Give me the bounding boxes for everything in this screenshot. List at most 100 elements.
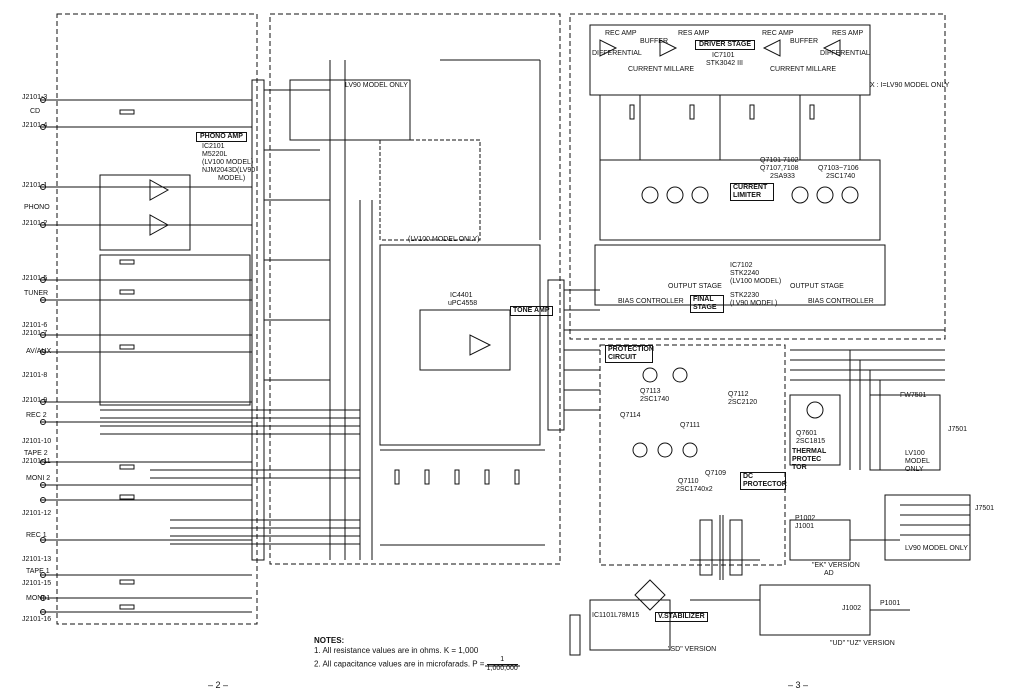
right-bus-lines [599, 95, 970, 611]
differential-left: DIFFERENTIAL [592, 50, 642, 57]
connector-label: J2101-10 [22, 438, 52, 445]
page-number-right: – 3 – [788, 680, 809, 690]
op-amp-symbols [149, 39, 841, 356]
connector-label: MONI 1 [26, 595, 51, 602]
resistor-symbols [119, 104, 815, 610]
connector-strip-mid [547, 279, 565, 431]
note-resistance: 1. All resistance values are in ohms. K … [314, 646, 479, 655]
connector-label: J2101-4 [22, 122, 48, 129]
connector-label: J2101-3 [22, 94, 48, 101]
ic7102-label: IC7102 [730, 262, 753, 269]
bridge-rectifier [634, 579, 666, 611]
lv100-only-label: (LV100 MODEL ONLY) [408, 236, 480, 243]
ic2101-model: (LV100 MODEL) [202, 159, 254, 166]
ic7102-alt-model: (LV90 MODEL) [730, 300, 778, 307]
res-amp-right: RES AMP [832, 30, 864, 37]
tone-amp-box [379, 244, 541, 446]
connector-label: REC 2 [26, 412, 47, 419]
connector-label: AV/AUX [26, 348, 52, 355]
connector-label: TAPE 2 [24, 450, 48, 457]
connector-label: J2101-9 [22, 397, 48, 404]
phono-amp-box [99, 174, 191, 251]
bias-controller-right: BIAS CONTROLLER [808, 298, 874, 305]
q-2sa933: 2SA933 [770, 173, 795, 180]
ic7102-alt: STK2230 [730, 292, 760, 299]
fraction-numerator: 1 [486, 656, 518, 665]
ic7101-label: IC7101 [712, 52, 735, 59]
current-mirror-right: CURRENT MILLARE [770, 66, 836, 73]
middle-board-outline [269, 13, 561, 565]
right-lower-outline [599, 344, 786, 566]
connector-label: REC 1 [26, 532, 47, 539]
j7501-label-2: J7501 [975, 505, 995, 512]
ud-version-label: "UD" "UZ" VERSION [830, 640, 895, 647]
q7114-label: Q7114 [620, 412, 641, 419]
page-number-left: – 2 – [208, 680, 229, 690]
q7113-part: 2SC1740 [640, 396, 670, 403]
q7103-label: Q7103~7106 [818, 165, 859, 172]
ad-label: AD [824, 570, 834, 577]
connector-label: CD [30, 108, 41, 115]
phono-amp-label: PHONO AMP [196, 132, 247, 142]
thermal-protector-label: THERMAL PROTEC TOR [792, 448, 827, 471]
notes-block: NOTES: 1. All resistance values are in o… [314, 636, 518, 673]
connector-strip-left [251, 79, 265, 561]
q7101-label: Q7101 7102 [760, 157, 799, 164]
fw7501-label: FW7501 [900, 392, 927, 399]
op-amp-area [419, 309, 511, 371]
p1002-label: P1002 [795, 515, 816, 522]
tone-amp-label: TONE AMP [510, 306, 553, 316]
connector-label: J2101-5 [22, 275, 48, 282]
ic4401-part: uPC4558 [448, 300, 478, 307]
q7112-label: Q7112 [728, 391, 749, 398]
lv90-only-box [289, 79, 411, 141]
q-2sc1740: 2SC1740 [826, 173, 856, 180]
connector-label: J2101-7 [22, 330, 48, 337]
bias-controller-left: BIAS CONTROLLER [618, 298, 684, 305]
q7110-part: 2SC1740x2 [676, 486, 713, 493]
current-limiter-label: CURRENT LIMITER [730, 183, 774, 201]
thermal-box [789, 394, 841, 466]
buffer-left: BUFFER [640, 38, 668, 45]
q7111-label: Q7111 [680, 422, 700, 429]
connector-label: TUNER [24, 290, 49, 297]
connector-label: J2101-8 [22, 372, 48, 379]
lv90-model-right: LV90 MODEL ONLY [905, 545, 968, 552]
lv90-only-label: LV90 MODEL ONLY [345, 82, 408, 89]
output-stage-right: OUTPUT STAGE [790, 283, 844, 290]
ic7102-model: (LV100 MODEL) [730, 278, 782, 285]
j1001-label: J1001 [795, 523, 815, 530]
rec-amp-left: REC AMP [605, 30, 637, 37]
q7112-part: 2SC2120 [728, 399, 758, 406]
transformer-symbols [569, 515, 743, 656]
transistor-symbols [632, 186, 859, 458]
middle-bus-lines [264, 59, 600, 560]
lv100-model-right: LV100 MODEL ONLY [905, 450, 930, 473]
ic2101-alt2: MODEL) [218, 175, 246, 182]
regulator-box [589, 599, 671, 651]
fraction: 1 1,000,000 [486, 656, 518, 673]
left-board-outline [56, 13, 258, 625]
buffer-right: BUFFER [790, 38, 818, 45]
connector-label: J2101-12 [22, 510, 52, 517]
j7501-box-2 [884, 494, 971, 561]
note-capacitance-row: 2. All capacitance values are in microfa… [314, 656, 518, 673]
connector-label: J2101-1 [22, 182, 48, 189]
fraction-denominator: 1,000,000 [486, 665, 518, 672]
connector-label: MONI 2 [26, 475, 51, 482]
j7501-label: J7501 [948, 426, 968, 433]
protection-circuit-label: PROTECTION CIRCUIT [605, 345, 654, 363]
output-stage-left: OUTPUT STAGE [668, 283, 722, 290]
lv100-only-box [379, 139, 481, 241]
driver-stage-box [589, 24, 871, 96]
jack-terminals [40, 97, 46, 615]
right-board-outline [569, 13, 946, 340]
ic1101-part: L78M15 [614, 612, 640, 619]
q7113-label: Q7113 [640, 388, 661, 395]
connector-label: PHONO [24, 204, 50, 211]
connector-label: J2101-2 [22, 220, 48, 227]
rec-amp-right: REC AMP [762, 30, 794, 37]
ek-version-label: "EK" VERSION [812, 562, 860, 569]
connector-label: J2101-16 [22, 616, 52, 623]
rec-amp-section [99, 254, 251, 406]
